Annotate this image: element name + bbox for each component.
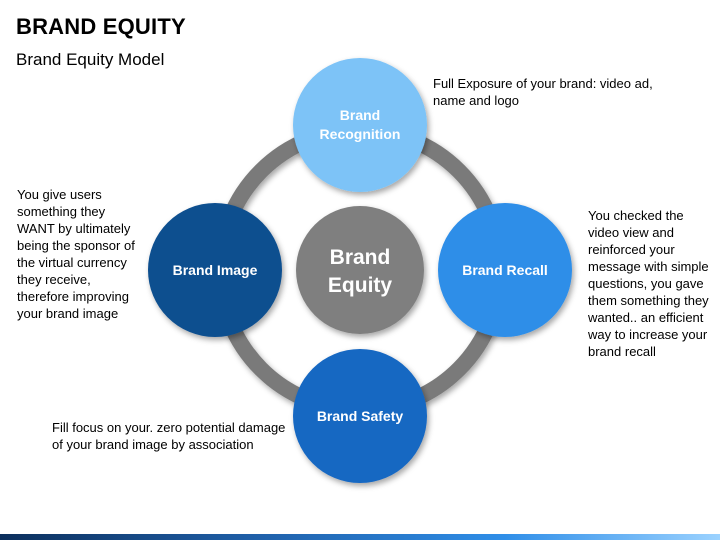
recognition-note: Full Exposure of your brand: video ad, n… (433, 76, 653, 108)
bottom-accent-bar (0, 534, 720, 540)
brand-image-label: Brand Image (173, 262, 258, 278)
image-note: You give users something they WANT by ul… (17, 187, 135, 321)
brand-recall-circle (438, 203, 572, 337)
page-title: BRAND EQUITY (16, 14, 186, 39)
center-label-line1: Brand (330, 246, 391, 269)
brand-image-circle (148, 203, 282, 337)
center-label-line2: Equity (328, 274, 392, 297)
brand-recognition-label-line2: Recognition (320, 126, 401, 142)
recall-note: You checked the video view and reinforce… (588, 208, 709, 359)
center-circle (296, 206, 424, 334)
brand-safety-label: Brand Safety (317, 408, 404, 424)
brand-recognition-circle (293, 58, 427, 192)
brand-safety-circle (293, 349, 427, 483)
brand-recognition-label-line1: Brand (340, 107, 380, 123)
safety-note: Fill focus on your. zero potential damag… (52, 420, 286, 452)
brand-recall-label: Brand Recall (462, 262, 548, 278)
page-subtitle: Brand Equity Model (16, 50, 165, 69)
